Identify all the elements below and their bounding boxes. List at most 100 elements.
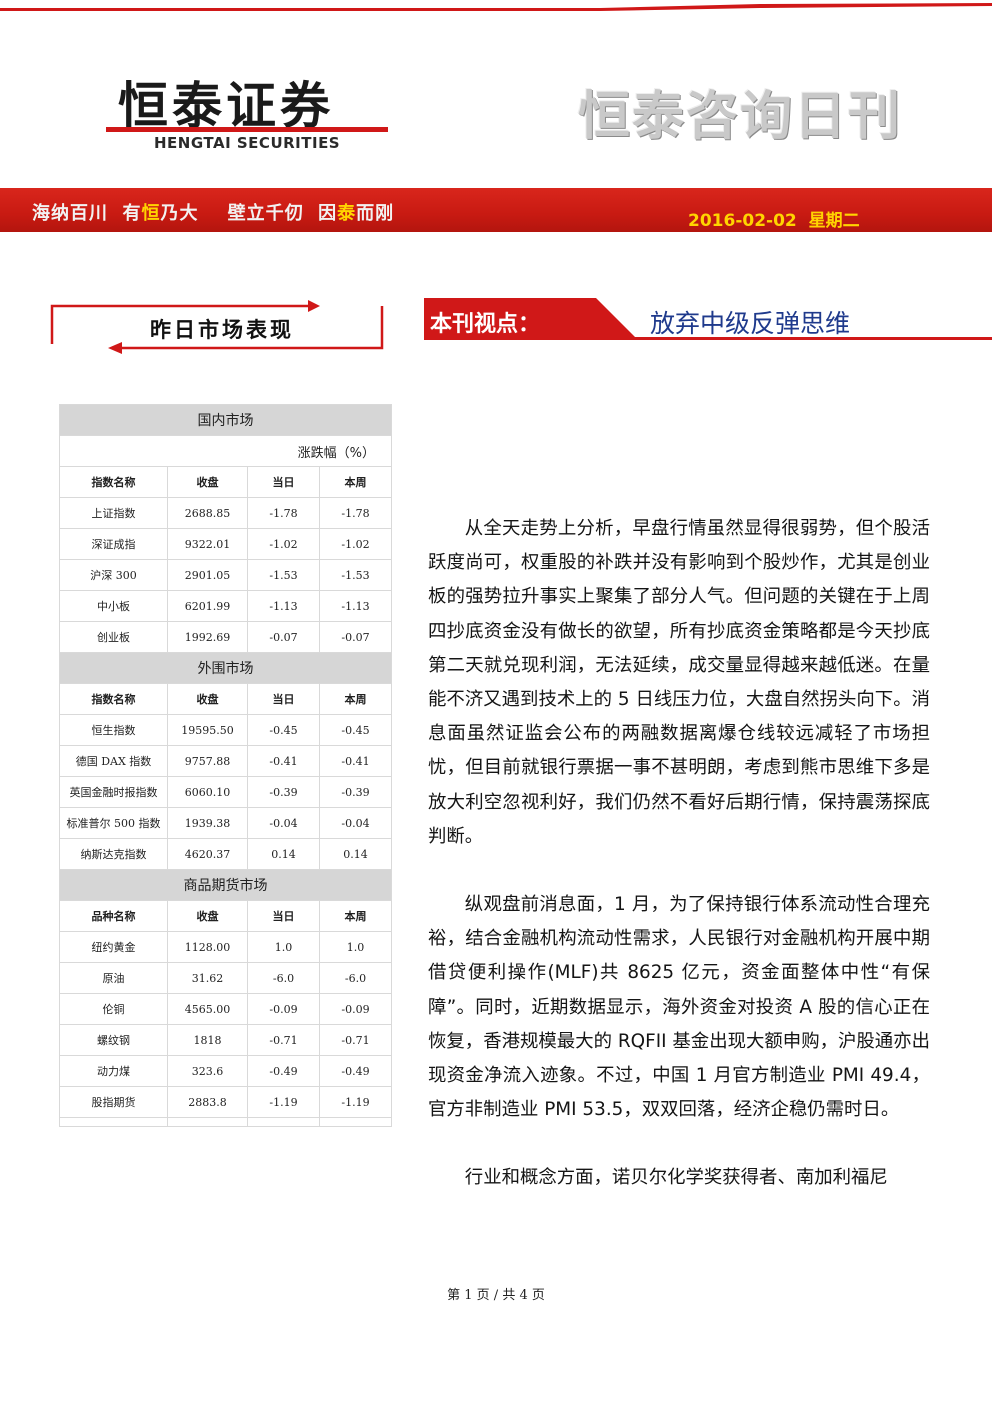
table-cell: -1.13 (247, 590, 320, 622)
table-cell: 中小板 (59, 590, 168, 622)
table-header-cell: 当日 (247, 900, 320, 932)
table-cell (319, 1117, 392, 1127)
issue-date: 2016-02-02 星期二 (688, 211, 860, 231)
table-cell: -0.41 (319, 745, 392, 777)
table-cell: -1.19 (247, 1086, 320, 1118)
slogan-highlight-heng: 恒 (141, 203, 161, 224)
table-cell: 上证指数 (59, 497, 168, 529)
table-cell (247, 1117, 320, 1127)
table-cell: 纽约黄金 (59, 931, 168, 963)
table-header-cell: 收盘 (167, 900, 248, 932)
table-header-cell: 品种名称 (59, 900, 168, 932)
slogan-part-1: 海纳百川 有 (32, 203, 142, 224)
table-cell: 1939.38 (167, 807, 248, 839)
table-cell: 6201.99 (167, 590, 248, 622)
table-cell: 恒生指数 (59, 714, 168, 746)
article-paragraph: 从全天走势上分析，早盘行情虽然显得很弱势，但个股活跃度尚可，权重股的补跌并没有影… (428, 518, 930, 847)
table-cell: -1.02 (247, 528, 320, 560)
table-cell: 9757.88 (167, 745, 248, 777)
table-cell: 原油 (59, 962, 168, 994)
company-logo-text: 恒泰证券 (118, 77, 334, 135)
table-cell: 创业板 (59, 621, 168, 653)
table-cell: 19595.50 (167, 714, 248, 746)
table-cell: -0.09 (319, 993, 392, 1025)
table-unit-row: 涨跌幅（%） (59, 435, 392, 467)
table-cell: -0.71 (319, 1024, 392, 1056)
table-cell: -1.13 (319, 590, 392, 622)
table-cell: 沪深 300 (59, 559, 168, 591)
table-cell: 1818 (167, 1024, 248, 1056)
table-section-label: 商品期货市场 (59, 869, 392, 901)
table-cell: -1.53 (319, 559, 392, 591)
table-cell: -0.71 (247, 1024, 320, 1056)
table-cell: -0.04 (247, 807, 320, 839)
article-paragraph: 纵观盘前消息面，1 月，为了保持银行体系流动性合理充裕，结合金融机构流动性需求，… (428, 894, 930, 1121)
table-cell: 4620.37 (167, 838, 248, 870)
table-cell: 323.6 (167, 1055, 248, 1087)
table-cell: -0.49 (319, 1055, 392, 1087)
table-cell: -6.0 (319, 962, 392, 994)
slogan: 海纳百川 有恒乃大 壁立千仞 因泰而刚 (32, 199, 394, 225)
table-cell: -0.49 (247, 1055, 320, 1087)
table-cell: 9322.01 (167, 528, 248, 560)
table-cell: 4565.00 (167, 993, 248, 1025)
table-cell: -1.78 (319, 497, 392, 529)
publication-title: 恒泰咨询日刊 (578, 87, 903, 147)
company-logo-english: HENGTAI SECURITIES (154, 134, 341, 152)
viewpoint-label: 本刊视点： (430, 312, 541, 337)
section-title-frame (50, 300, 384, 354)
table-cell: 英国金融时报指数 (59, 776, 168, 808)
table-header-cell: 本周 (319, 466, 392, 498)
table-cell: 2688.85 (167, 497, 248, 529)
table-section-row: 国内市场 (59, 404, 392, 436)
table-header-row: 指数名称收盘当日本周 (59, 683, 392, 715)
table-cell: -0.04 (319, 807, 392, 839)
table-cell: 1.0 (319, 931, 392, 963)
table-cell (167, 1117, 248, 1127)
table-cell: -0.39 (247, 776, 320, 808)
table-section-row: 商品期货市场 (59, 869, 392, 901)
table-cell: 0.14 (247, 838, 320, 870)
table-header-cell: 本周 (319, 683, 392, 715)
table-cell: -0.39 (319, 776, 392, 808)
article-body: 从全天走势上分析，早盘行情虽然显得很弱势，但个股活跃度尚可，权重股的补跌并没有影… (428, 512, 930, 1196)
table-cell: 深证成指 (59, 528, 168, 560)
viewpoint-headline: 放弃中级反弹思维 (650, 309, 851, 338)
table-header-cell: 当日 (247, 683, 320, 715)
table-cell: 伦铜 (59, 993, 168, 1025)
table-cell: 2901.05 (167, 559, 248, 591)
table-header-cell: 指数名称 (59, 466, 168, 498)
table-cell: 股指期货 (59, 1086, 168, 1118)
table-cell: -0.07 (319, 621, 392, 653)
table-cell: 6060.10 (167, 776, 248, 808)
table-cell: -1.02 (319, 528, 392, 560)
table-unit-label: 涨跌幅（%） (59, 435, 392, 467)
table-cell: 2883.8 (167, 1086, 248, 1118)
table-header-cell: 收盘 (167, 683, 248, 715)
table-cell: 1128.00 (167, 931, 248, 963)
slogan-banner (0, 188, 992, 232)
table-blank-row (59, 1117, 392, 1127)
table-section-label: 外围市场 (59, 652, 392, 684)
table-cell (59, 1117, 168, 1127)
slogan-highlight-tai: 泰 (337, 203, 357, 224)
table-header-row: 指数名称收盘当日本周 (59, 466, 392, 498)
table-cell: -1.53 (247, 559, 320, 591)
table-cell: 德国 DAX 指数 (59, 745, 168, 777)
table-cell: 31.62 (167, 962, 248, 994)
table-cell: -0.07 (247, 621, 320, 653)
